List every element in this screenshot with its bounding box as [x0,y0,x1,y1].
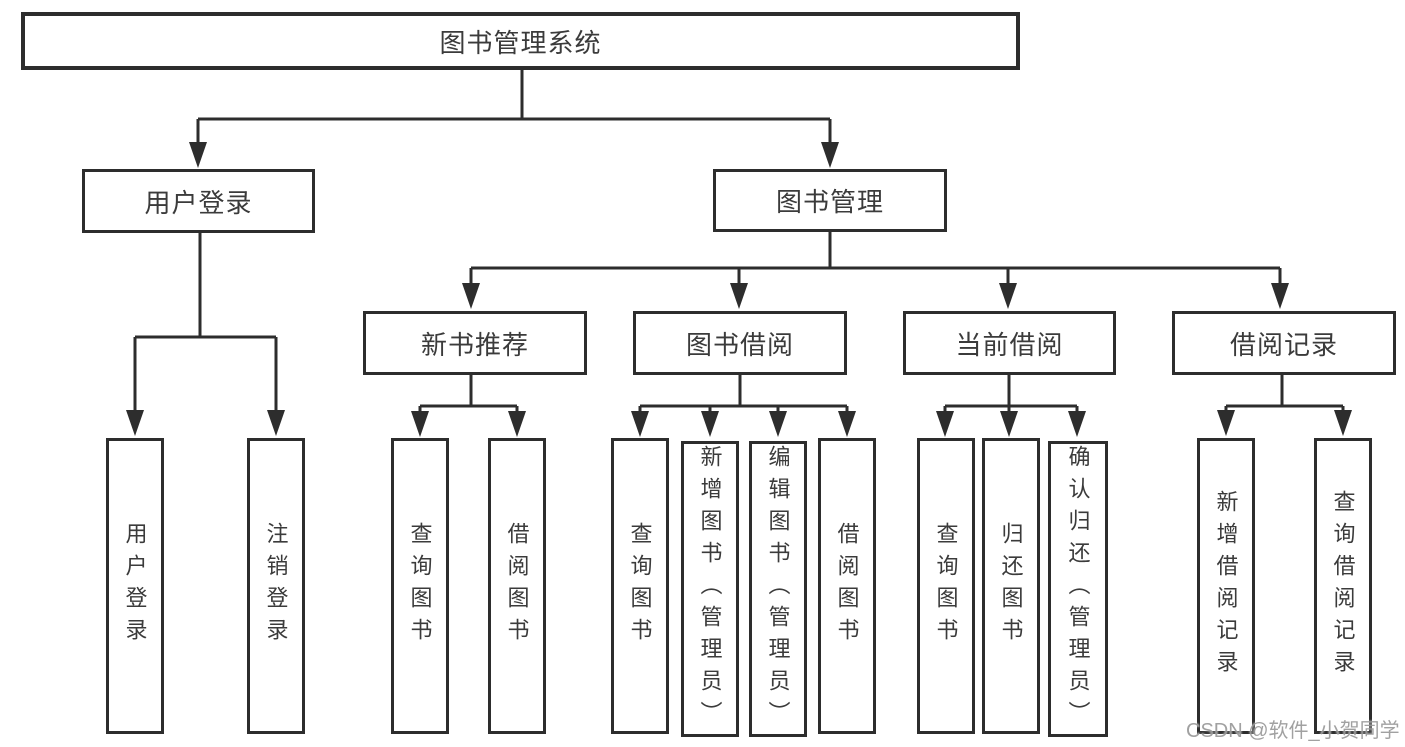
leaf-user-login: 用户登录 [106,438,164,734]
node-book-borrow-label: 图书借阅 [685,329,794,360]
leaf-logout: 注销登录 [247,438,305,734]
arrowheads [126,142,1352,437]
leaf-edit-books-admin-label: 编辑图书（管理员） [765,445,791,733]
leaf-query-books-recommend-label: 查询图书 [407,522,433,650]
node-borrow-records: 借阅记录 [1172,311,1396,375]
node-book-management-label: 图书管理 [775,187,884,217]
leaf-user-login-label: 用户登录 [122,522,148,650]
leaf-borrow-books: 借阅图书 [818,438,876,734]
node-new-book-recommend: 新书推荐 [363,311,587,375]
leaf-borrow-books-recommend-label: 借阅图书 [504,522,530,650]
leaf-add-books-admin-label: 新增图书（管理员） [697,445,723,733]
node-user-login-label: 用户登录 [144,187,253,218]
leaf-query-books-current: 查询图书 [917,438,975,734]
leaf-query-borrow-record: 查询借阅记录 [1314,438,1372,734]
csdn-watermark: CSDN @软件_小贺同学 [1186,720,1400,742]
node-current-borrow: 当前借阅 [903,311,1116,375]
leaf-query-borrow-record-label: 查询借阅记录 [1330,490,1356,682]
node-new-book-recommend-label: 新书推荐 [420,329,529,360]
node-book-management: 图书管理 [713,169,947,232]
leaf-query-books-borrow-label: 查询图书 [627,522,653,650]
leaf-query-books-borrow: 查询图书 [611,438,669,734]
leaf-return-books: 归还图书 [982,438,1040,734]
leaf-logout-label: 注销登录 [263,522,289,650]
node-root-label: 图书管理系统 [439,27,602,58]
leaf-confirm-return-admin-label: 确认归还（管理员） [1065,445,1091,733]
leaf-return-books-label: 归还图书 [998,522,1024,650]
leaf-edit-books-admin: 编辑图书（管理员） [749,441,807,737]
leaf-query-books-recommend: 查询图书 [391,438,449,734]
node-current-borrow-label: 当前借阅 [955,329,1064,360]
leaf-add-borrow-record: 新增借阅记录 [1197,438,1255,734]
leaf-query-books-current-label: 查询图书 [933,522,959,650]
node-book-borrow: 图书借阅 [633,311,847,375]
leaf-add-books-admin: 新增图书（管理员） [681,441,739,737]
leaf-confirm-return-admin: 确认归还（管理员） [1048,441,1108,737]
node-library-management-system: 图书管理系统 [21,12,1020,70]
leaf-add-borrow-record-label: 新增借阅记录 [1213,490,1239,682]
leaf-borrow-books-label: 借阅图书 [834,522,860,650]
node-borrow-records-label: 借阅记录 [1229,329,1338,360]
leaf-borrow-books-recommend: 借阅图书 [488,438,546,734]
node-user-login: 用户登录 [82,169,315,233]
